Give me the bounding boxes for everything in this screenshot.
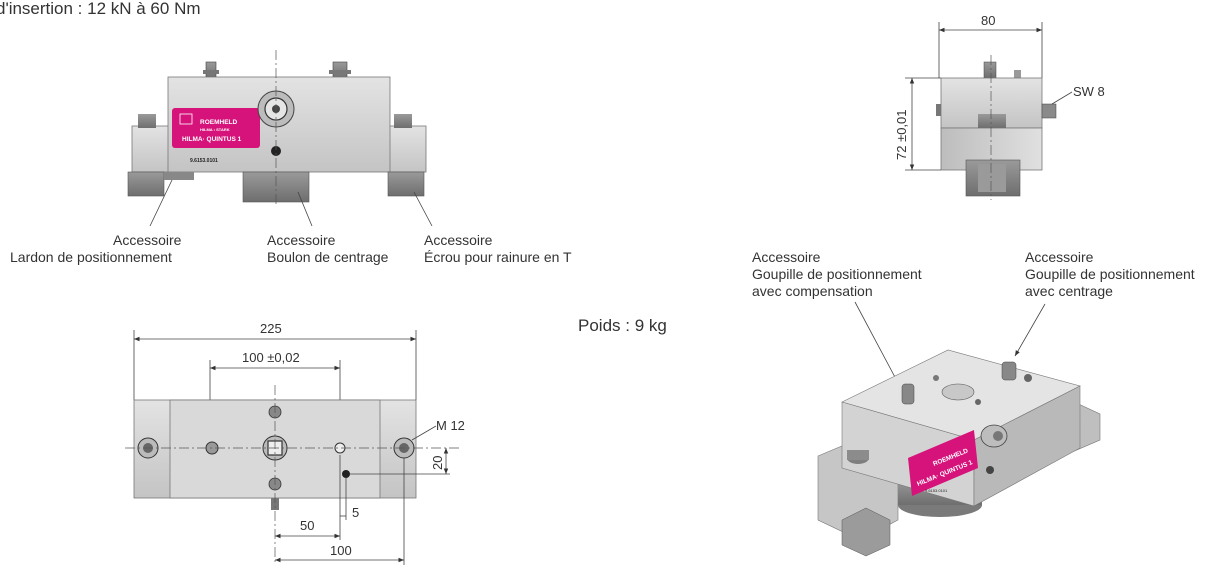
dim-5: 5 (352, 505, 359, 520)
plate-brand: ROEMHELD (200, 119, 238, 126)
label-lardon-2: Lardon de positionnement (10, 249, 172, 265)
brand-plate (172, 108, 260, 148)
label-centr-1: Accessoire (1025, 249, 1094, 265)
dim-100: 100 (330, 543, 352, 558)
dim-80: 80 (981, 13, 995, 28)
dim-100-tol: 100 ±0,02 (242, 350, 300, 365)
dim-72: 72 ±0,01 (894, 109, 909, 160)
top-view: 225 100 ±0,02 M 12 20 5 (125, 321, 465, 565)
iso-plate-serial: 9.6153.0101 (925, 488, 948, 493)
label-boulon-2: Boulon de centrage (267, 249, 389, 265)
dim-m12: M 12 (436, 418, 465, 433)
plate-model: HILMA· QUINTUS 1 (182, 136, 242, 143)
label-comp-1: Accessoire (752, 249, 821, 265)
dim-20: 20 (430, 456, 445, 470)
label-ecrou-1: Accessoire (424, 232, 493, 248)
label-comp-2: Goupille de positionnement (752, 266, 922, 282)
plate-sub: HILMA • STARK (200, 127, 230, 132)
dim-50: 50 (300, 518, 314, 533)
side-view: 80 72 ±0,01 SW 8 (894, 13, 1105, 200)
label-comp-3: avec compensation (752, 283, 873, 299)
label-lardon-1: Accessoire (113, 232, 182, 248)
label-centr-2: Goupille de positionnement (1025, 266, 1195, 282)
label-centr-3: avec centrage (1025, 283, 1113, 299)
dim-225: 225 (260, 321, 282, 336)
dim-sw8: SW 8 (1073, 84, 1105, 99)
weight-text: Poids : 9 kg (578, 316, 667, 335)
label-ecrou-2: Écrou pour rainure en T (424, 249, 572, 265)
header-text: d'insertion : 12 kN à 60 Nm (0, 0, 201, 18)
isometric-view: ROEMHELD HILMA· QUINTUS 1 9.6153.0101 (817, 349, 1101, 557)
label-boulon-1: Accessoire (267, 232, 336, 248)
front-view: ROEMHELD HILMA • STARK HILMA· QUINTUS 1 … (127, 50, 433, 227)
plate-serial: 9.6153.0101 (190, 158, 218, 164)
